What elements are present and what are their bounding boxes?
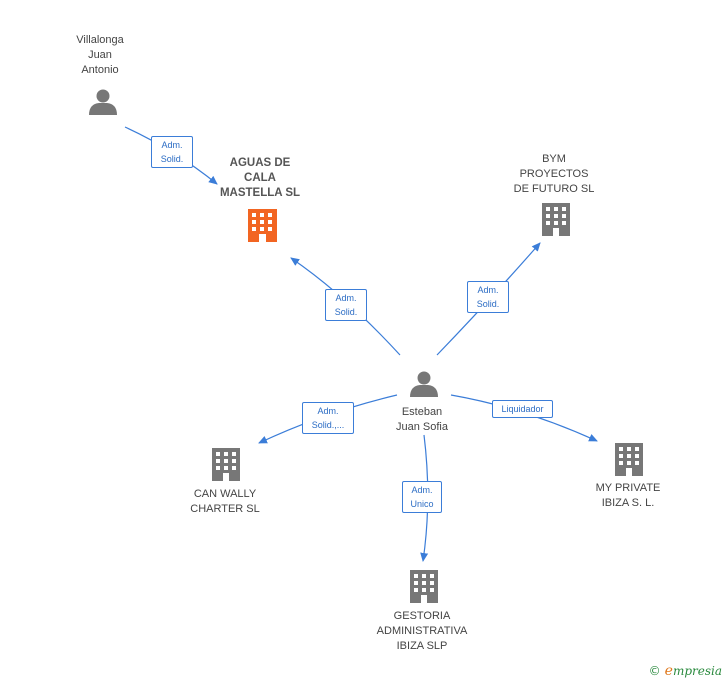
node-label-my-private[interactable]: MY PRIVATE IBIZA S. L. xyxy=(595,482,661,509)
edge-label-esteban-canwally: Adm. Solid.,... xyxy=(302,402,354,434)
brand-name: mpresia xyxy=(672,664,722,678)
building-icon[interactable] xyxy=(615,443,643,476)
node-label-esteban[interactable]: Esteban Juan Sofia xyxy=(396,406,448,433)
edge-label-esteban-myprivate: Liquidador xyxy=(492,400,553,418)
node-label-villalonga[interactable]: Villalonga Juan Antonio xyxy=(76,34,124,76)
node-label-aguas[interactable]: AGUAS DE CALA MASTELLA SL xyxy=(219,157,301,199)
edge-label-esteban-gestoria: Adm. Unico xyxy=(402,481,442,513)
building-icon[interactable] xyxy=(212,448,240,481)
building-icon[interactable] xyxy=(542,203,570,236)
copyright-symbol: © xyxy=(648,664,661,678)
person-icon[interactable] xyxy=(410,371,438,398)
node-label-can-wally[interactable]: CAN WALLY CHARTER SL xyxy=(190,488,260,515)
brand-initial: e xyxy=(664,663,673,679)
node-label-gestoria[interactable]: GESTORIA ADMINISTRATIVA IBIZA SLP xyxy=(376,610,468,652)
edge-label-esteban-aguas: Adm. Solid. xyxy=(325,289,367,321)
edge-label-villalonga-aguas: Adm. Solid. xyxy=(151,136,193,168)
empresia-logo: ©empresia xyxy=(649,663,722,679)
node-label-bym[interactable]: BYM PROYECTOS DE FUTURO SL xyxy=(513,153,595,195)
building-icon[interactable] xyxy=(410,570,438,603)
building-icon-main[interactable] xyxy=(248,209,277,242)
edge-label-esteban-bym: Adm. Solid. xyxy=(467,281,509,313)
person-icon[interactable] xyxy=(89,89,117,116)
